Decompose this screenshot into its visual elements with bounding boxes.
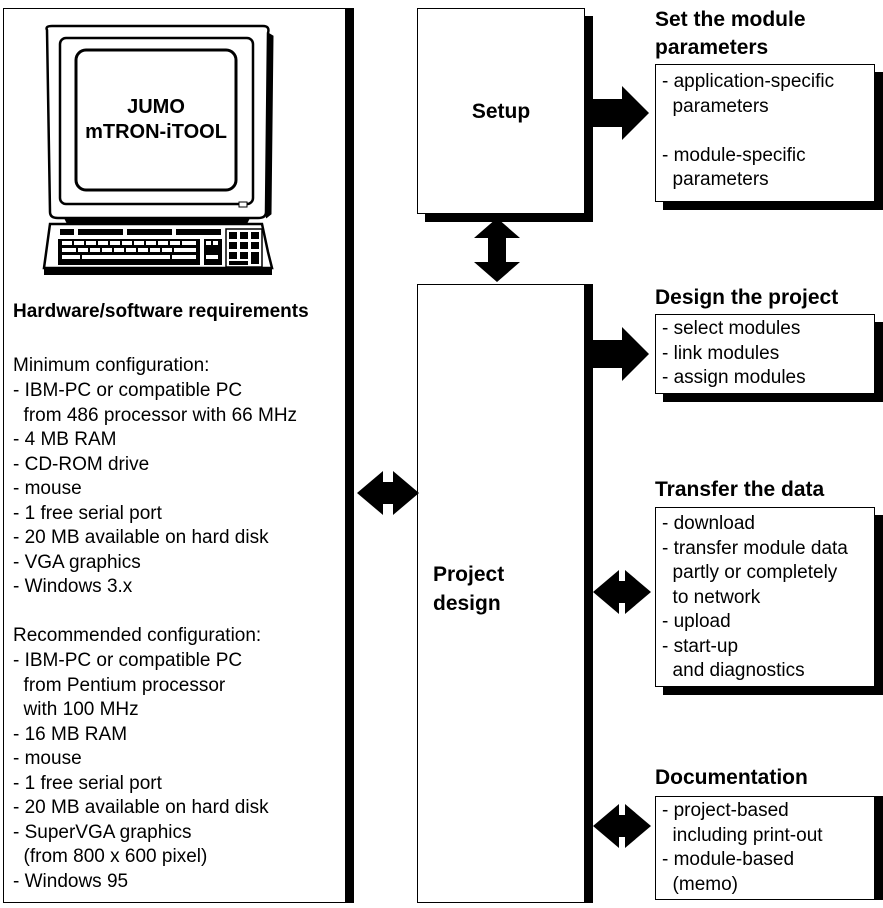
requirement-item: - 20 MB available on hard disk [13,527,269,548]
documentation-item: - project-based [662,800,789,821]
design-project-heading: Design the project [655,286,839,309]
requirement-item: - 20 MB available on hard disk [13,797,269,818]
parameter-item: parameters [662,95,769,117]
requirement-item: (from 800 x 600 pixel) [13,846,208,867]
requirement-item: from Pentium processor [13,674,226,696]
requirement-item: - 1 free serial port [13,502,162,524]
module-parameters-box [655,64,875,202]
requirement-item: - SuperVGA graphics [13,821,192,843]
requirement-item: - Windows 3.x [13,576,133,597]
requirement-item: - IBM-PC or compatible PC [13,380,243,401]
requirement-item: - mouse [13,748,82,769]
requirement-item: with 100 MHz [13,699,139,720]
requirement-item: - CD-ROM drive [13,453,150,475]
minimum-config-title: Minimum configuration: [13,355,210,376]
arrow-project-design-transfer [593,570,651,614]
screen-subtitle: mTRON-iTOOL [85,121,227,143]
requirement-item: - IBM-PC or compatible PC [13,650,243,671]
setup-label: Setup [471,100,531,123]
parameter-item [662,119,834,144]
parameter-item: - module-specific [662,144,806,166]
minimum-config-list: - IBM-PC or compatible PC from 486 proce… [13,379,297,600]
documentation-box [655,796,875,900]
documentation-item: (memo) [662,873,738,895]
transfer-data-heading: Transfer the data [655,478,825,501]
requirement-item: from 486 processor with 66 MHz [13,404,298,426]
module-parameters-heading-line1: Set the module [655,8,806,31]
requirement-item: - 16 MB RAM [13,723,128,745]
arrow-project-design-documentation [593,804,651,848]
module-parameters-list: - application-specific parameters - modul… [662,70,834,193]
requirement-item: - 1 free serial port [13,772,162,794]
project-design-label-line1: Project [433,563,505,586]
setup-box [417,8,585,214]
transfer-item: - transfer module data [662,537,848,559]
documentation-list: - project-based including print-out - mod… [662,799,823,897]
design-project-box [655,314,875,394]
project-design-box [417,284,585,903]
transfer-item: and diagnostics [662,660,805,681]
requirement-item: - mouse [13,478,82,499]
transfer-item: partly or completely [662,562,838,583]
design-project-list: - select modules - link modules - assign m… [662,317,806,391]
documentation-item: including print-out [662,824,823,846]
module-parameters-heading-line2: parameters [655,36,769,59]
recommended-config-title: Recommended configuration: [13,625,262,646]
requirements-title: Hardware/software requirements [13,301,309,322]
requirement-item: - 4 MB RAM [13,429,117,450]
transfer-item: - download [662,513,755,534]
design-item: - assign modules [662,367,806,388]
design-item: - link modules [662,342,780,364]
arrow-setup-to-parameters [593,86,649,140]
design-item: - select modules [662,318,801,339]
recommended-config-list: - IBM-PC or compatible PC from Pentium p… [13,649,269,894]
documentation-heading: Documentation [655,766,808,789]
transfer-item: - start-up [662,635,739,657]
transfer-item: - upload [662,611,731,632]
arrow-to-design-project [593,327,649,381]
requirement-item: - VGA graphics [13,551,141,573]
project-design-label-line2: design [433,592,501,615]
arrow-requirements-project-design [357,471,419,515]
arrow-setup-project-design [474,218,520,282]
parameter-item: parameters [662,169,769,190]
requirement-item: - Windows 95 [13,870,129,892]
transfer-data-list: - download - transfer module data partly … [662,512,848,684]
transfer-item: to network [662,586,761,608]
transfer-data-box [655,507,875,687]
parameter-item: - application-specific [662,71,835,92]
documentation-item: - module-based [662,849,795,870]
screen-title: JUMO [127,96,185,118]
